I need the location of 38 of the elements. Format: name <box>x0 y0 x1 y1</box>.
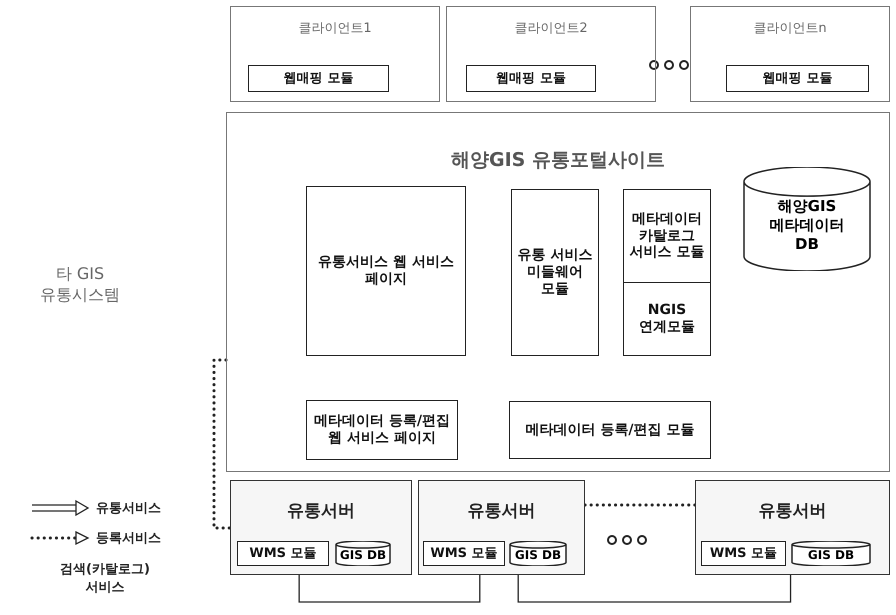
client-title: 클라이언트n <box>752 20 828 37</box>
client-panel <box>446 6 656 102</box>
client-panel <box>690 6 890 102</box>
legend-text: 유통서비스 <box>96 500 161 517</box>
portal-title: 해양GIS 유통포털사이트 <box>450 148 666 173</box>
organization-label: 타 GIS 유통시스템 <box>20 240 140 330</box>
module-box: 웹매핑 모듈 <box>466 65 596 92</box>
dotted-connector <box>212 358 232 530</box>
module-box: WMS 모듈 <box>701 541 786 566</box>
database-cylinder: GIS DB <box>791 541 871 566</box>
module-box: 웹매핑 모듈 <box>726 65 869 92</box>
client-panel <box>230 6 440 102</box>
module-box: 메타데이터 카탈로그 서비스 모듈 <box>623 189 711 283</box>
module-box: 메타데이터 등록/편집 웹 서비스 페이지 <box>306 400 458 460</box>
server-panel <box>418 480 585 575</box>
dotted-connector <box>584 504 696 506</box>
server-title: 유통서버 <box>466 500 536 522</box>
database-cylinder: 해양GIS 메타데이터 DB <box>743 167 871 271</box>
portal-panel <box>226 112 890 472</box>
server-title: 유통서버 <box>758 500 828 522</box>
module-box: WMS 모듈 <box>237 541 329 566</box>
legend-text: 등록서비스 <box>96 530 161 547</box>
connector-line <box>518 575 792 603</box>
database-cylinder: GIS DB <box>335 541 391 566</box>
module-box: NGIS 연계모듈 <box>623 282 711 356</box>
module-box: 유통 서비스 미들웨어 모듈 <box>511 189 599 356</box>
client-title: 클라이언트2 <box>513 20 589 37</box>
legend-text: 검색(카탈로그) 서비스 <box>59 561 151 596</box>
database-cylinder: GIS DB <box>509 541 567 566</box>
server-panel <box>695 480 890 575</box>
connector-line <box>298 575 480 603</box>
client-title: 클라이언트1 <box>297 20 373 37</box>
module-box: 웹매핑 모듈 <box>248 65 389 92</box>
server-panel <box>230 480 412 575</box>
server-title: 유통서버 <box>286 500 356 522</box>
module-box: 메타데이터 등록/편집 모듈 <box>509 401 711 459</box>
module-box: 유통서비스 웹 서비스 페이지 <box>306 186 466 356</box>
module-box: WMS 모듈 <box>423 541 505 566</box>
